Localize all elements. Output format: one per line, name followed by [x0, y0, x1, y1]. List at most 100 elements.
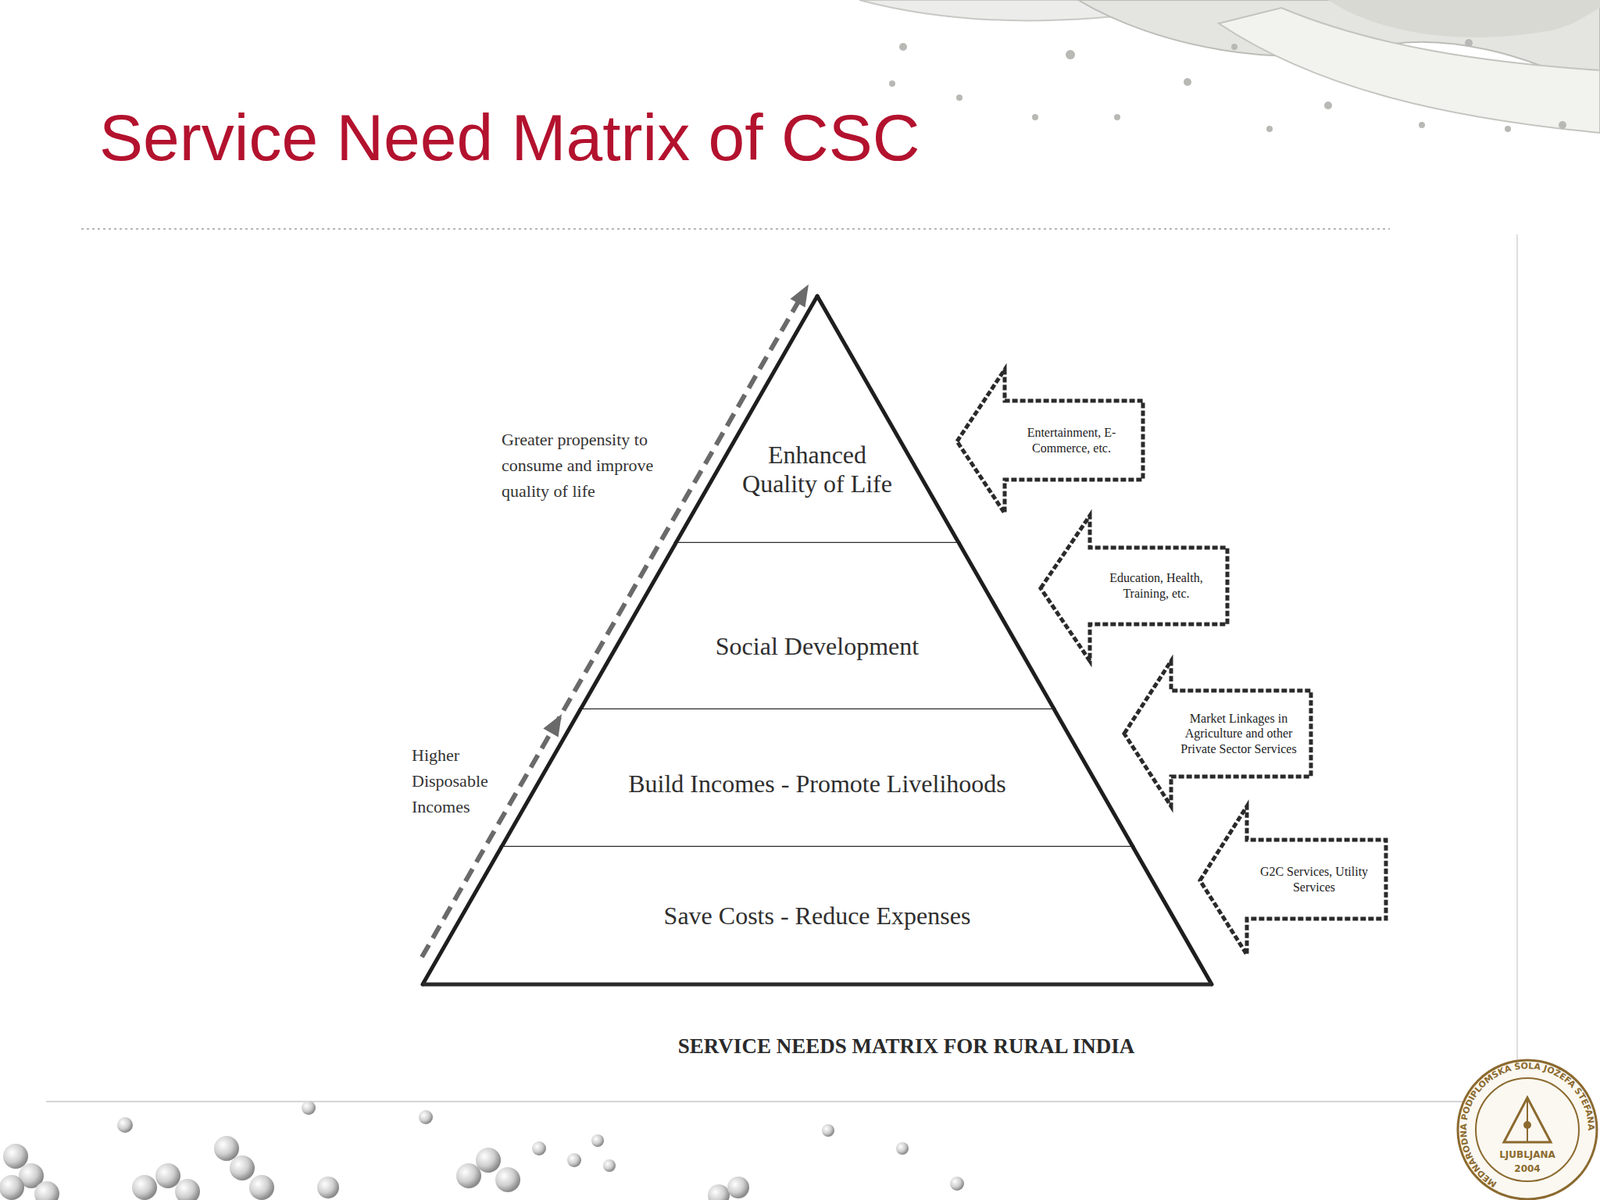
sphere	[229, 1155, 255, 1181]
title-separator	[81, 228, 1390, 230]
sphere	[301, 1100, 316, 1115]
service-label: Market Linkages in Agriculture and other…	[1172, 710, 1306, 758]
dot	[1504, 125, 1511, 133]
sphere	[3, 1143, 29, 1169]
sphere	[950, 1176, 965, 1191]
sphere	[249, 1175, 275, 1200]
band-outline	[675, 296, 959, 543]
pyramid-side	[580, 542, 676, 710]
arrow-head	[542, 714, 562, 738]
arrow-text-area: Market Linkages in Agriculture and other…	[1167, 690, 1310, 777]
sphere	[603, 1159, 616, 1172]
band-text-area: Enhanced Quality of Life	[675, 296, 959, 543]
dot	[1324, 101, 1333, 110]
service-label: G2C Services, Utility Services	[1247, 864, 1381, 895]
dot	[1266, 125, 1273, 133]
arrow-head	[790, 284, 810, 308]
arrow-text-area: Entertainment, E-Commerce, etc.	[1001, 400, 1142, 480]
pyramid-band: Save Costs - Reduce Expenses	[422, 846, 1212, 985]
pyramid-side	[422, 846, 502, 985]
sphere	[591, 1134, 604, 1147]
band-text-area: Save Costs - Reduce Expenses	[422, 846, 1212, 985]
sphere	[132, 1175, 158, 1200]
band-fill	[422, 846, 1212, 985]
dot	[1183, 78, 1192, 86]
side-note: Higher Disposable Incomes	[411, 742, 504, 820]
seal-triangle	[1503, 1097, 1551, 1143]
pyramid-side	[1132, 846, 1212, 985]
pyramid-band: Social Development	[580, 542, 1054, 710]
sphere	[418, 1110, 433, 1125]
service-arrow: Education, Health, Training, etc.	[1040, 515, 1228, 661]
band-label: Social Development	[715, 632, 919, 661]
seal-outer-ring	[1457, 1060, 1597, 1200]
seal-inner-ring	[1475, 1078, 1579, 1182]
pyramid-side	[501, 709, 581, 847]
dashed-block-arrow	[1200, 806, 1386, 955]
sphere-cluster	[0, 1100, 965, 1200]
pyramid-side	[958, 542, 1054, 710]
slide-title: Service Need Matrix of CSC	[99, 101, 920, 174]
band-text-area: Social Development	[580, 542, 1054, 710]
dot	[1231, 43, 1238, 50]
dot	[1065, 50, 1075, 60]
dot	[1032, 114, 1039, 121]
dot	[1464, 39, 1473, 47]
pyramid-side	[817, 296, 959, 543]
sphere	[532, 1141, 547, 1156]
pyramid-band: Enhanced Quality of Life	[675, 296, 959, 543]
sphere	[495, 1167, 521, 1193]
sphere	[727, 1176, 750, 1199]
band-fill	[501, 709, 1133, 847]
sphere	[214, 1135, 240, 1161]
band-outline	[580, 542, 1054, 710]
service-arrow: Market Linkages in Agriculture and other…	[1124, 660, 1311, 807]
band-label: Save Costs - Reduce Expenses	[664, 901, 972, 931]
image-border	[1516, 234, 1518, 1102]
seal-dot	[1523, 1121, 1532, 1129]
seal-line	[1526, 1097, 1529, 1143]
swirl-ribbon	[1328, 0, 1600, 38]
side-note: Greater propensity to consume and improv…	[501, 426, 662, 504]
band-label: Enhanced Quality of Life	[735, 440, 900, 499]
dashed-block-arrow	[1124, 660, 1311, 807]
pyramid-band: Build Incomes - Promote Livelihoods	[501, 709, 1133, 847]
sphere	[0, 1175, 25, 1200]
dot-pattern	[889, 39, 1567, 133]
sphere	[317, 1176, 340, 1199]
dot	[899, 42, 908, 51]
arrow-text-area: G2C Services, Utility Services	[1243, 839, 1385, 919]
band-text-area: Build Incomes - Promote Livelihoods	[501, 709, 1133, 847]
dot	[889, 80, 896, 87]
pyramid-side	[1053, 709, 1133, 847]
dot	[1114, 114, 1121, 121]
service-label: Entertainment, E-Commerce, etc.	[1005, 425, 1139, 456]
arrow-text-area: Education, Health, Training, etc.	[1086, 547, 1226, 625]
seal-text: MEDNARODNA PODIPLOMSKA ŠOLA JOŽEFA STEFA…	[1458, 1060, 1597, 1190]
sphere	[155, 1163, 181, 1189]
sphere	[475, 1147, 501, 1173]
sphere	[34, 1181, 60, 1200]
dot	[1418, 121, 1425, 129]
dot	[956, 94, 963, 101]
dot	[1558, 121, 1567, 129]
figure-caption: SERVICE NEEDS MATRIX FOR RURAL INDIA	[515, 1034, 1297, 1059]
sphere	[896, 1142, 909, 1155]
sphere	[175, 1178, 200, 1200]
service-arrow: G2C Services, Utility Services	[1200, 806, 1386, 955]
sphere	[456, 1163, 482, 1189]
seal-text: MEDNARODNA PODIPLOMSKA ŠOLA JOŽEFA STEFA…	[1458, 1060, 1597, 1190]
pyramid-base	[422, 982, 1212, 987]
seal-year: 2004	[1514, 1163, 1540, 1175]
seal-city: LJUBLJANA	[1499, 1149, 1556, 1161]
footer-line	[46, 1100, 1512, 1103]
service-arrow: Entertainment, E-Commerce, etc.	[957, 369, 1143, 514]
pyramid-side	[675, 296, 818, 543]
dashed-block-arrow	[1040, 515, 1228, 661]
band-label: Build Incomes - Promote Livelihoods	[628, 769, 1007, 799]
band-fill	[675, 296, 959, 543]
service-label: Education, Health, Training, etc.	[1089, 570, 1223, 601]
sphere	[117, 1117, 133, 1133]
dashed-block-arrow	[957, 369, 1143, 514]
